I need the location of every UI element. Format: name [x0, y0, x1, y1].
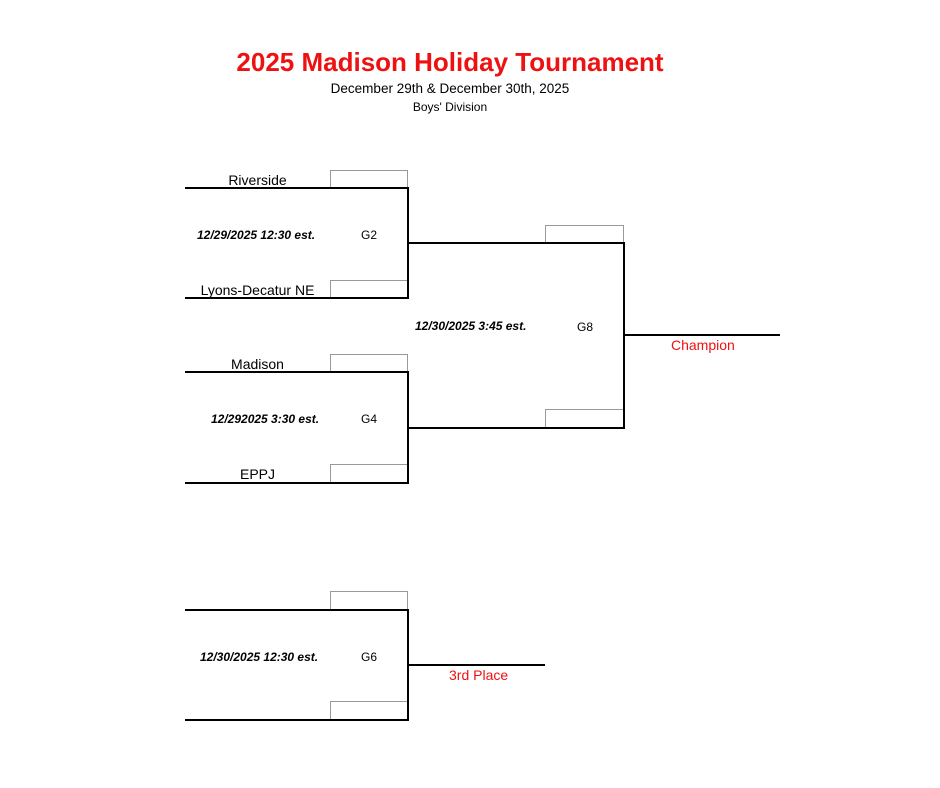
schedule-g6: 12/30/2025 12:30 est.: [200, 650, 319, 664]
third-place-label: 3rd Place: [449, 667, 509, 683]
score-box-g6-bottom[interactable]: [330, 701, 408, 720]
bracket-line-g4-bottom: [185, 482, 409, 484]
team-riverside: Riverside: [228, 172, 287, 188]
schedule-g8: 12/30/2025 3:45 est.: [415, 319, 527, 333]
champion-line: [623, 334, 780, 336]
division-label: Boys' Division: [412, 100, 488, 114]
bracket-line-g6-top: [185, 609, 409, 611]
tournament-dates: December 29th & December 30th, 2025: [330, 81, 570, 96]
schedule-g4: 12/292025 3:30 est.: [211, 412, 320, 426]
team-eppj: EPPJ: [239, 466, 275, 482]
schedule-g2: 12/29/2025 12:30 est.: [197, 228, 316, 242]
bracket-line-g2-bottom: [185, 297, 409, 299]
team-madison: Madison: [231, 356, 284, 372]
game-label-g8: G8: [577, 320, 594, 334]
page-title: 2025 Madison Holiday Tournament: [236, 47, 664, 77]
champion-label: Champion: [671, 337, 735, 353]
bracket-line-g8-bottom: [407, 427, 625, 429]
bracket-line-g8-top: [407, 242, 625, 244]
third-place-line: [407, 664, 545, 666]
bracket-line-g6-bottom: [185, 719, 409, 721]
score-box-g8-bottom[interactable]: [545, 409, 624, 428]
game-label-g6: G6: [361, 650, 378, 664]
team-lyons-decatur-ne: Lyons-Decatur NE: [200, 282, 315, 298]
score-box-g6-top[interactable]: [330, 591, 408, 610]
bracket-line-g4-top: [185, 371, 409, 373]
game-label-g2: G2: [361, 228, 378, 242]
bracket-line-g2-top: [185, 187, 409, 189]
game-label-g4: G4: [361, 412, 378, 426]
score-box-g4-bottom[interactable]: [330, 464, 408, 483]
